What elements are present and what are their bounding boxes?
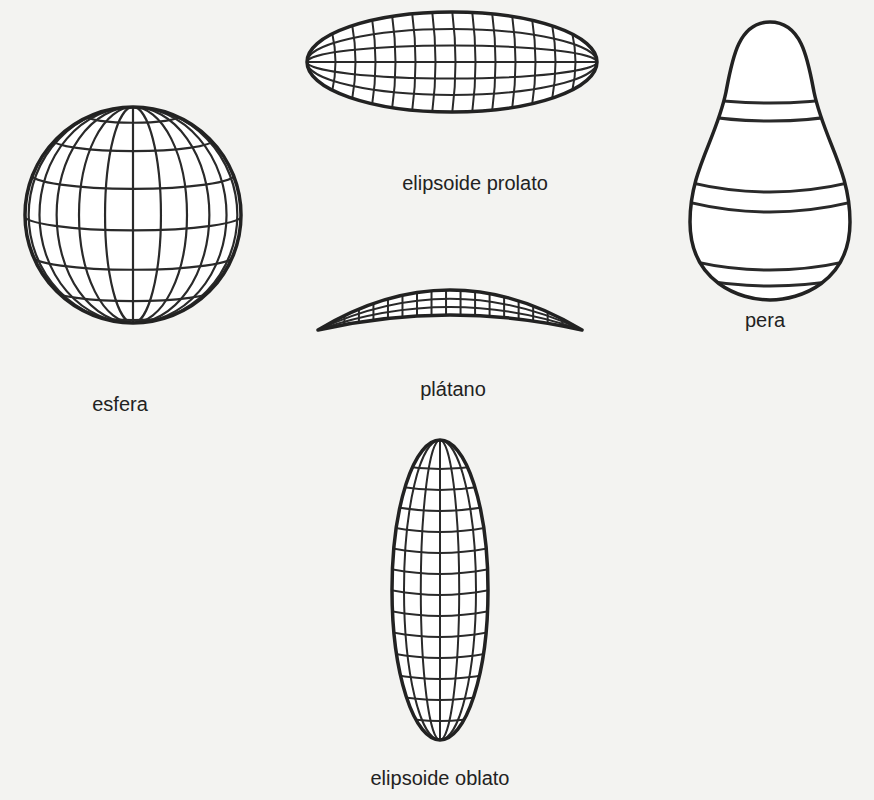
prolate-grid-line — [352, 24, 356, 100]
prolate-grid-line — [472, 10, 476, 113]
sphere-grid-line — [31, 255, 235, 269]
sphere-grid-line — [39, 107, 226, 323]
sphere-grid-line — [105, 107, 161, 323]
oblate-fill — [392, 440, 488, 740]
shape-label: elipsoide prolato — [402, 171, 548, 195]
pear-bands-line — [680, 180, 860, 192]
oblate-grid — [390, 440, 490, 740]
shape-label: pera — [745, 308, 785, 332]
oblate-grid-line — [390, 653, 490, 658]
prolate-grid-line — [307, 62, 597, 79]
prolate-grid-line — [307, 61, 597, 63]
shape-label: elipsoide oblato — [371, 766, 510, 790]
sphere-grid-line — [53, 290, 212, 301]
shape-label: plátano — [420, 377, 486, 401]
prolate-grid-line — [512, 14, 516, 109]
prolate-grid-line — [552, 24, 556, 100]
banana-ribs-line — [431, 289, 433, 318]
sphere-fill — [25, 107, 241, 323]
pear-bands — [680, 95, 860, 286]
sphere-grid-line — [57, 107, 210, 323]
prolate-fill — [307, 12, 597, 112]
oblate-grid-line — [390, 527, 490, 532]
banana-ribs-line — [445, 288, 447, 317]
pear-bands-line — [680, 276, 860, 286]
sphere-grid-line — [132, 107, 134, 323]
prolate-grid-line — [432, 10, 436, 113]
prolate-grid-line — [372, 18, 376, 105]
banana-outline — [318, 290, 582, 330]
prolate-outline — [307, 12, 597, 112]
sphere-grid-line — [53, 140, 212, 151]
prolate-grid-line — [332, 32, 336, 92]
oblate-grid-line — [390, 548, 490, 553]
banana-ribs-line — [489, 292, 491, 319]
prolate-grid-line — [572, 32, 576, 92]
oblate-grid-line — [404, 440, 476, 740]
oblate-grid-line — [390, 590, 490, 595]
oblate-grid-line — [390, 464, 490, 469]
banana-ribs-line — [474, 289, 476, 317]
prolate-grid-line — [392, 14, 396, 109]
sphere-grid-line — [79, 107, 187, 323]
sphere-grid-line — [23, 215, 243, 230]
oblate-grid-line — [390, 506, 490, 511]
pear-bands-line — [680, 112, 860, 121]
banana-fill — [318, 290, 582, 330]
prolate-grid-line — [532, 18, 536, 105]
oblate-grid-line — [390, 674, 490, 679]
oblate-grid-line — [390, 632, 490, 637]
pear-bands-line — [680, 258, 860, 270]
oblate-grid-line — [439, 440, 441, 740]
prolate-grid-line — [307, 46, 597, 62]
banana-ribs-line — [460, 288, 462, 317]
pear-outline — [690, 22, 850, 300]
sphere-grid — [23, 107, 243, 323]
sphere-grid-line — [29, 107, 238, 323]
sphere-grid-line — [87, 116, 179, 122]
prolate-grid — [307, 10, 597, 114]
shape-label: esfera — [92, 392, 148, 416]
prolate-grid-line — [412, 12, 416, 112]
banana-ribs-line — [416, 291, 418, 318]
oblate-grid-line — [390, 569, 490, 574]
oblate-grid-line — [390, 716, 490, 721]
prolate-grid-line — [492, 12, 496, 112]
prolate-grid-line — [452, 10, 456, 114]
oblate-grid-line — [390, 611, 490, 616]
sphere-outline — [25, 107, 241, 323]
oblate-grid-line — [421, 440, 459, 740]
banana-ribs — [318, 288, 582, 330]
sphere-grid-line — [31, 175, 235, 189]
pear-bands-line — [680, 200, 860, 212]
pear-fill — [690, 22, 850, 300]
oblate-outline — [392, 440, 488, 740]
pear-bands-line — [680, 95, 860, 103]
